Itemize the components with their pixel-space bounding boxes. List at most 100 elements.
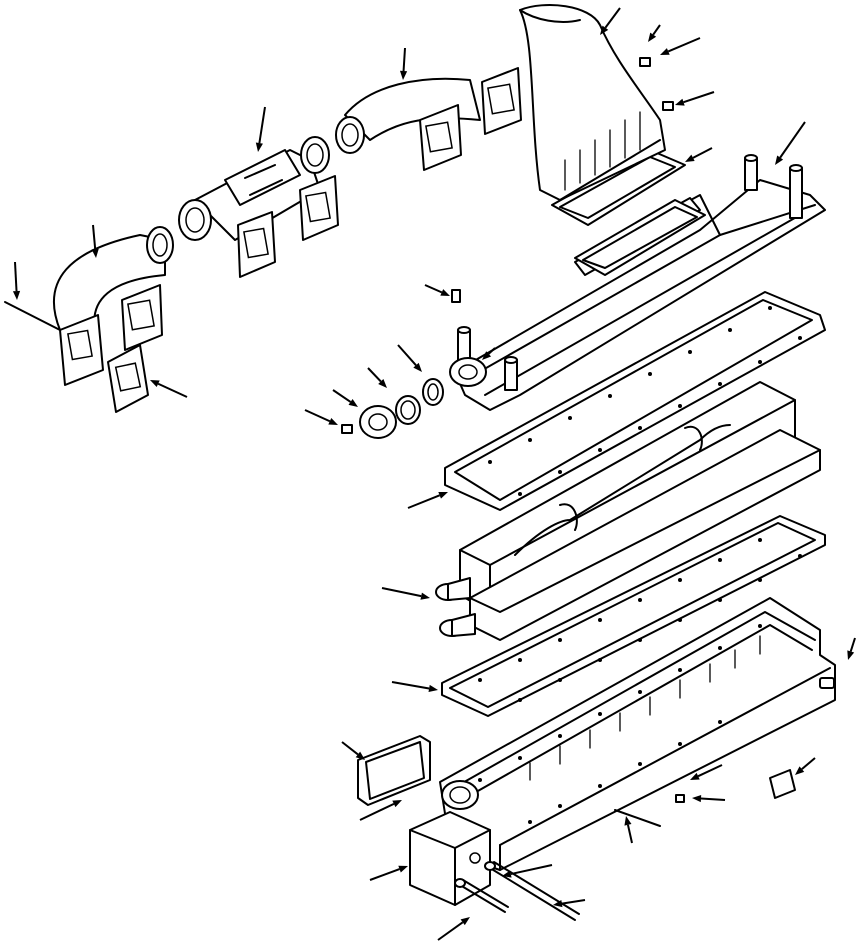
callout-arrow-shaft (801, 757, 816, 770)
callout-arrow-10 (12, 261, 21, 300)
callout-arrow-head (328, 417, 338, 425)
callout-arrow-head (91, 248, 99, 258)
callout-arrow-25 (502, 864, 553, 878)
exhaust-pipe-front (53, 226, 174, 386)
long-bolt (484, 861, 580, 921)
callout-arrow-shaft (304, 409, 331, 423)
callout-arrow-shaft (402, 47, 406, 72)
callout-arrow-head (255, 142, 263, 152)
callout-arrow-shaft (332, 389, 352, 403)
callout-arrow-26 (624, 816, 633, 844)
drain-plug (819, 677, 835, 689)
core-gasket-holes (478, 538, 802, 702)
callout-arrow-30 (847, 637, 856, 660)
callout-arrow-7 (399, 47, 408, 80)
callout-arrow-head (692, 794, 702, 803)
callout-arrow-head (413, 362, 422, 372)
small-fasteners (4, 57, 685, 827)
callout-arrow-2 (648, 24, 661, 42)
callout-arrow-23 (437, 917, 470, 941)
callout-arrow-shaft (369, 868, 400, 881)
callout-arrow-shaft (367, 367, 382, 383)
callout-arrow-head (795, 766, 805, 775)
callout-arrow-15 (332, 389, 358, 407)
cover-gasket (444, 291, 826, 511)
callout-arrow-shaft (697, 764, 723, 778)
callout-arrow-head (438, 492, 448, 499)
callout-arrow-19 (391, 681, 438, 693)
callout-arrow-shaft (359, 802, 395, 821)
seal-ring (422, 378, 444, 406)
callout-arrow-shaft (604, 7, 621, 29)
spacer-sleeve (769, 769, 796, 799)
case-fins (529, 635, 761, 781)
callout-arrow-head (847, 650, 855, 660)
callout-arrow-4 (675, 91, 715, 106)
callout-arrows (12, 7, 856, 941)
callout-arrow-shaft (391, 681, 430, 690)
cover-tubes (457, 154, 803, 391)
callout-arrow-16 (304, 409, 338, 425)
callout-arrow-20 (341, 741, 365, 760)
callout-arrow-shaft (561, 899, 586, 905)
callout-arrow-shaft (779, 121, 806, 159)
callout-arrow-shaft (381, 587, 422, 598)
callout-arrow-head (348, 398, 358, 407)
callout-arrow-6 (685, 147, 713, 162)
callout-arrow-head (648, 32, 657, 42)
callout-arrow-13 (397, 344, 422, 372)
callout-arrow-head (399, 70, 408, 80)
callout-arrow-12 (424, 284, 450, 296)
callout-arrow-head (690, 772, 700, 780)
callout-arrow-24 (553, 899, 586, 908)
callout-arrow-head (355, 751, 365, 760)
callout-arrow-shaft (341, 741, 359, 756)
end-plate (359, 405, 397, 439)
callout-arrow-head (150, 380, 160, 388)
callout-arrow-shaft (437, 921, 464, 941)
callout-arrow-11 (150, 380, 188, 398)
end-housing (409, 780, 491, 906)
callout-arrow-shaft (692, 147, 713, 159)
callout-arrow-shaft (157, 382, 188, 398)
callout-arrow-shaft (407, 494, 441, 509)
retainer-ring (395, 395, 421, 425)
callout-arrow-22 (369, 865, 408, 881)
callout-arrow-18 (381, 587, 430, 600)
callout-arrow-shaft (258, 106, 266, 144)
callout-arrow-head (502, 870, 512, 878)
core-gasket (441, 515, 826, 717)
callout-arrow-29 (795, 757, 816, 775)
callout-arrow-head (420, 592, 430, 600)
callout-arrow-shaft (487, 347, 496, 355)
callout-arrow-head (675, 98, 685, 106)
callout-arrow-shaft (397, 344, 417, 366)
callout-arrow-head (398, 865, 408, 873)
callout-arrow-21 (359, 800, 402, 821)
callout-arrow-shaft (700, 797, 726, 801)
cover-gasket-holes (488, 306, 802, 496)
callout-arrow-shaft (683, 91, 715, 104)
callout-arrow-5 (775, 121, 806, 165)
callout-arrow-shaft (510, 864, 553, 876)
outlet-gasket-lower (574, 199, 706, 276)
short-bolt (454, 878, 509, 913)
callout-arrow-head (460, 917, 470, 926)
callout-arrow-head (624, 816, 632, 826)
flange-gasket (107, 344, 149, 413)
callout-arrow-head (553, 900, 563, 908)
callout-arrow-17 (407, 492, 448, 509)
callout-arrow-8 (255, 106, 266, 152)
callout-arrow-14 (367, 367, 387, 388)
exhaust-outlet-elbow (519, 4, 666, 201)
exhaust-pipe-rear (335, 67, 522, 171)
callout-arrow-head (660, 48, 670, 55)
callout-arrow-shaft (626, 824, 633, 844)
callout-arrow-shaft (92, 224, 97, 250)
callout-arrow-head (600, 25, 609, 35)
callout-arrow-head (482, 351, 492, 360)
callout-arrow-head (428, 684, 438, 693)
callout-arrow-head (440, 289, 450, 296)
callout-arrow-shaft (14, 261, 18, 292)
